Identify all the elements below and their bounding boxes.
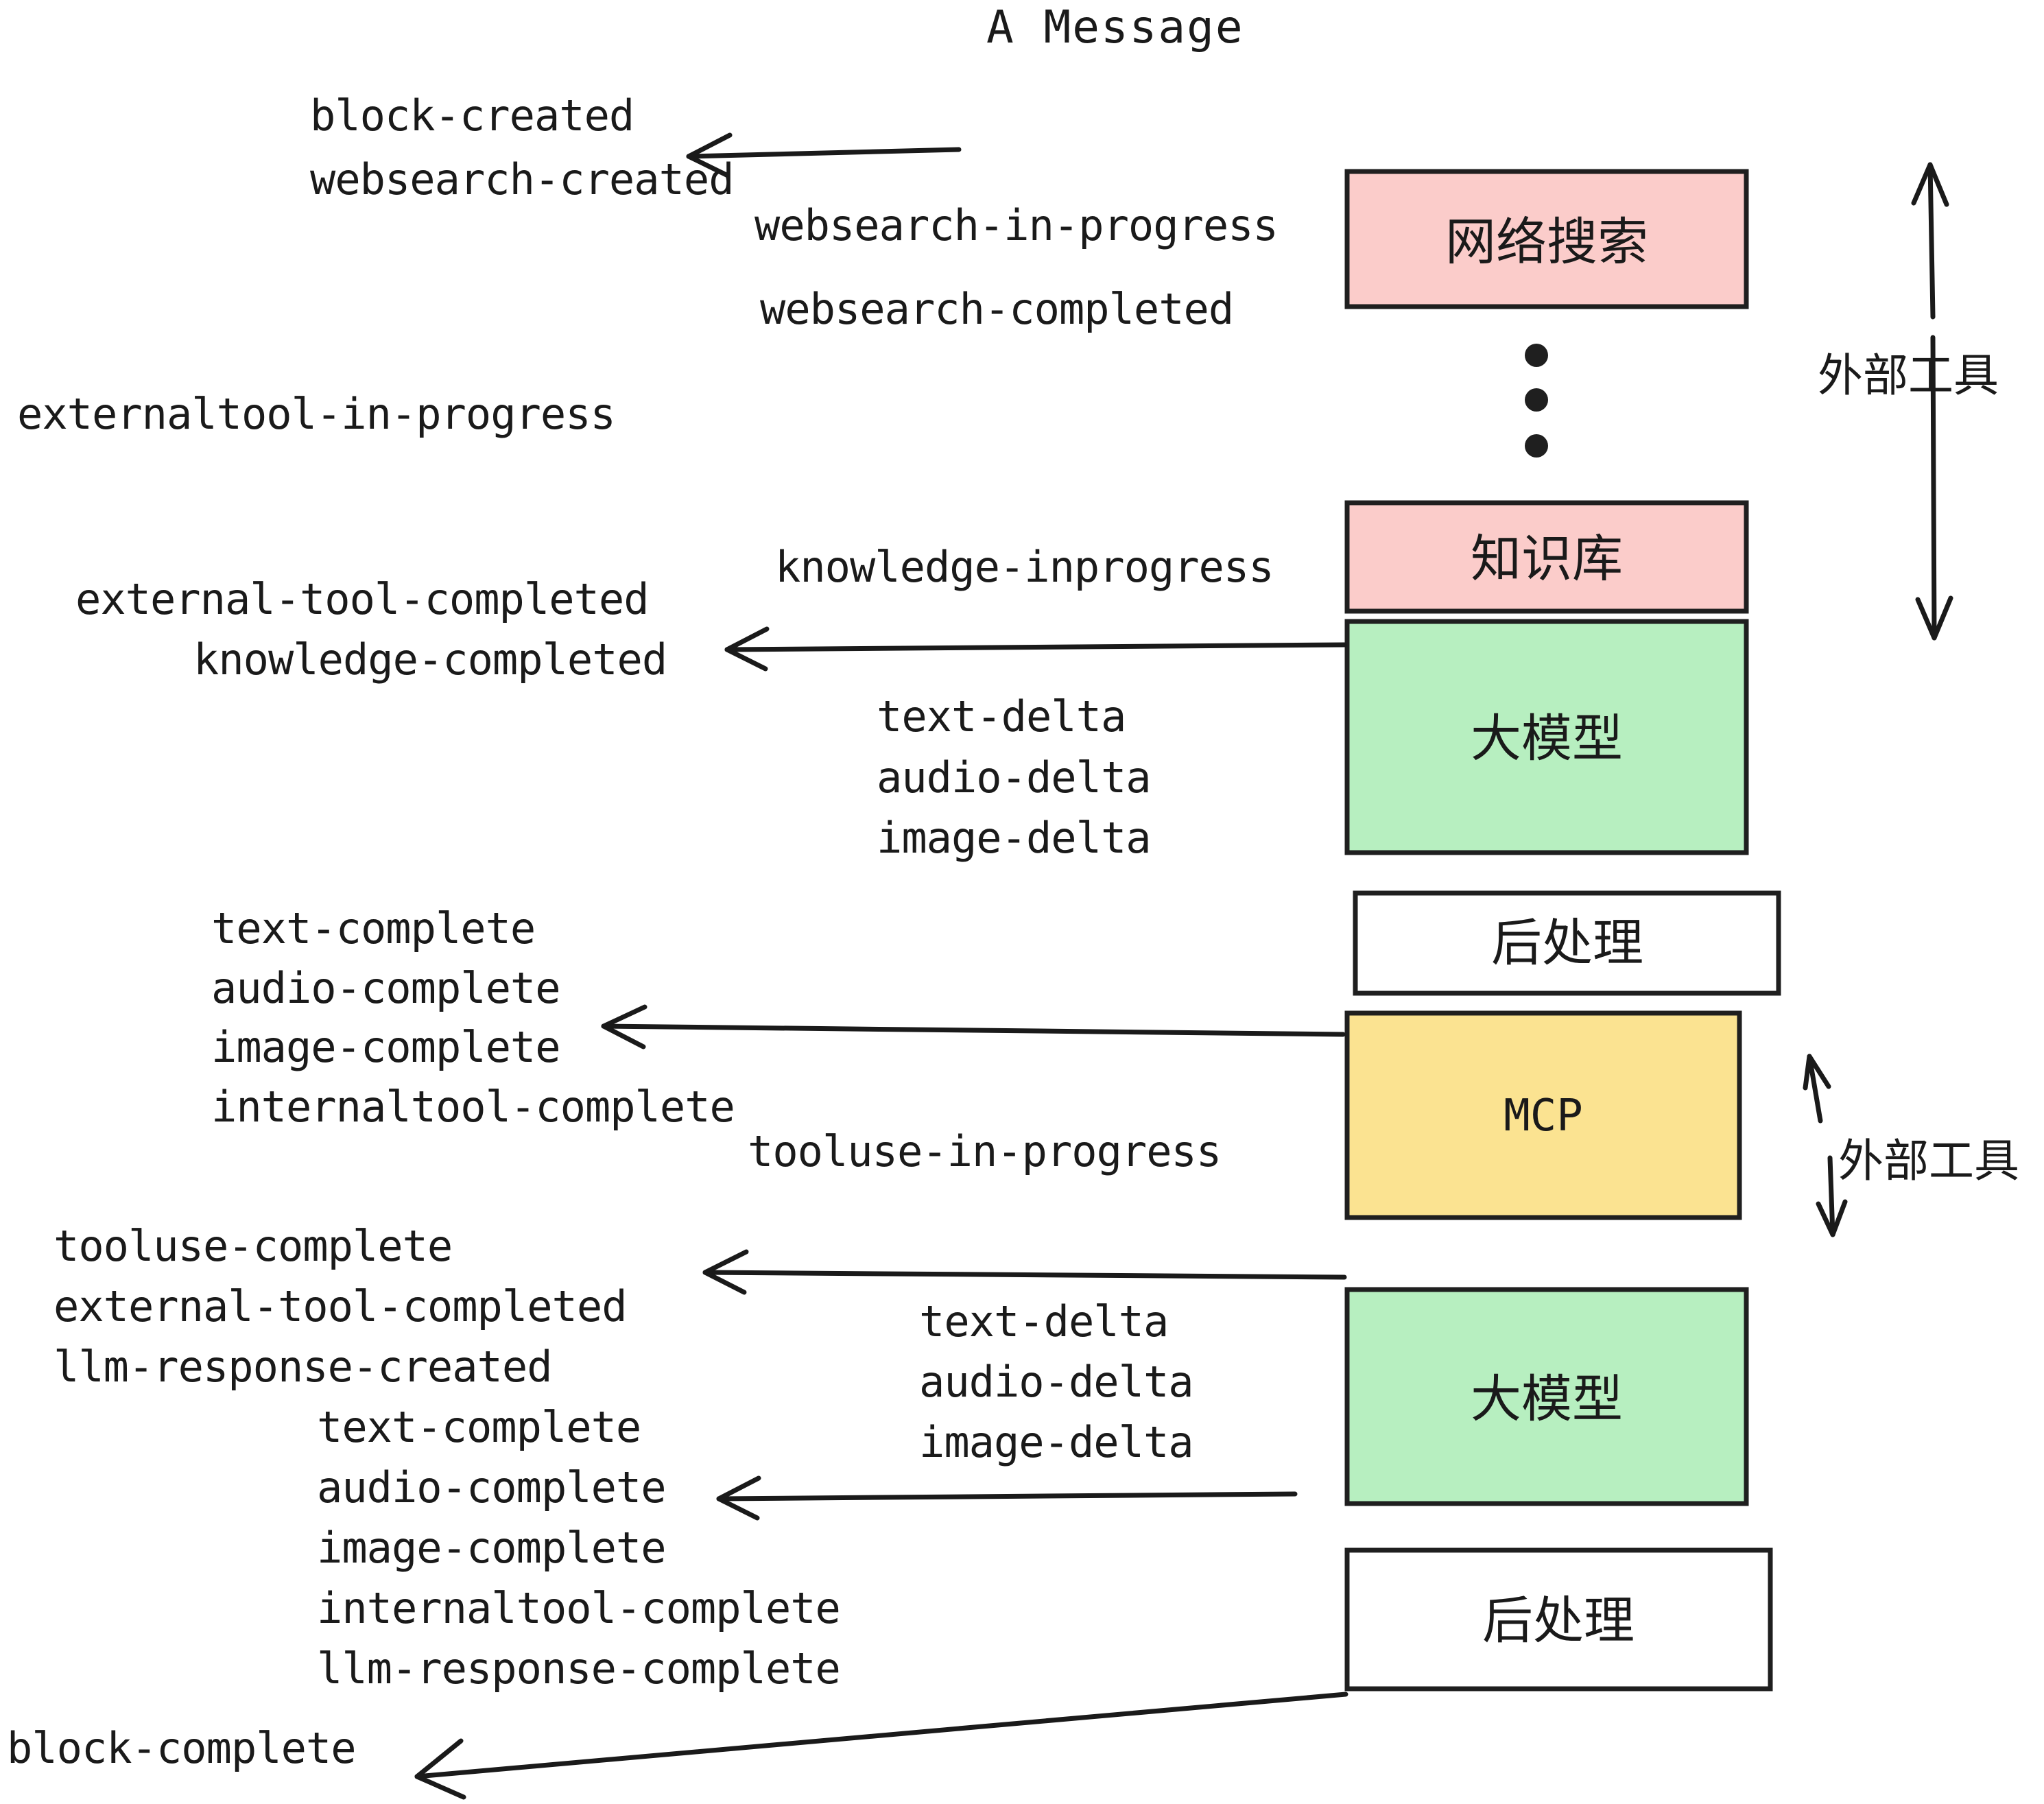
flow-arrow-knowledge-completed (724, 626, 1347, 672)
node-knowledge-label: 知识库 (1471, 530, 1623, 589)
event-label-text-complete-1: text-complete (211, 903, 535, 953)
flow-arrow-block-created (686, 132, 962, 178)
event-label-text-complete-2: text-complete (317, 1402, 641, 1452)
event-label-audio-complete-2: audio-complete (317, 1462, 666, 1512)
event-label-image-complete-2: image-complete (317, 1523, 666, 1573)
event-label-external-tool-completed-1: external-tool-completed (75, 574, 649, 624)
external-tools-label-bottom: 外部工具 (1838, 1135, 2019, 1187)
event-label-externaltool-in-progress: externaltool-in-progress (17, 389, 615, 439)
event-label-image-delta-2: image-delta (919, 1417, 1193, 1467)
event-label-external-tool-completed-2: external-tool-completed (54, 1281, 627, 1331)
node-mcp-rect (1344, 1010, 1742, 1220)
event-label-websearch-in-progress: websearch-in-progress (754, 200, 1278, 250)
event-label-llm-response-created: llm-response-created (54, 1342, 552, 1392)
event-label-tooluse-complete: tooluse-complete (54, 1221, 452, 1271)
event-label-websearch-completed: websearch-completed (760, 284, 1233, 334)
event-label-image-delta-1: image-delta (877, 813, 1151, 863)
flow-arrow-tooluse-complete (702, 1249, 1347, 1295)
event-label-audio-delta-1: audio-delta (877, 752, 1151, 803)
node-postprocess-1[interactable]: 后处理 (1353, 890, 1781, 996)
node-knowledge-rect (1344, 500, 1749, 614)
external-tools-range-arrow-bottom (1803, 1054, 1848, 1237)
vertical-ellipsis-icon (1525, 344, 1548, 458)
node-websearch-rect (1344, 169, 1749, 309)
event-label-text-delta-1: text-delta (877, 691, 1126, 741)
node-llm-1-label: 大模型 (1471, 709, 1623, 768)
event-label-audio-delta-2: audio-delta (919, 1357, 1193, 1407)
node-postprocess-2[interactable]: 后处理 (1344, 1547, 1773, 1692)
node-mcp[interactable]: MCP (1344, 1010, 1742, 1220)
event-label-knowledge-completed: knowledge-completed (193, 634, 667, 685)
flow-arrow-image-complete (601, 1004, 1346, 1049)
event-label-websearch-created: websearch-created (310, 154, 734, 204)
node-llm-1-rect (1344, 619, 1749, 855)
event-label-tooluse-in-progress: tooluse-in-progress (748, 1126, 1221, 1176)
node-llm-2-label: 大模型 (1471, 1370, 1623, 1429)
node-knowledge[interactable]: 知识库 (1344, 500, 1749, 614)
event-label-audio-complete-1: audio-complete (211, 963, 560, 1013)
event-label-knowledge-inprogress: knowledge-inprogress (775, 542, 1274, 592)
event-label-llm-response-complete: llm-response-complete (317, 1643, 840, 1694)
node-postprocess-2-rect (1344, 1547, 1773, 1692)
event-label-image-complete-1: image-complete (211, 1022, 560, 1072)
node-postprocess-2-label: 后处理 (1482, 1591, 1635, 1650)
node-postprocess-1-rect (1353, 890, 1781, 996)
page-title: A Message (986, 1, 1244, 54)
event-label-block-complete: block-complete (7, 1723, 356, 1773)
event-label-text-delta-2: text-delta (919, 1296, 1168, 1346)
node-websearch-label: 网络搜索 (1445, 213, 1648, 272)
event-label-block-created: block-created (310, 91, 634, 141)
node-websearch[interactable]: 网络搜索 (1344, 169, 1749, 309)
node-llm-2[interactable]: 大模型 (1344, 1287, 1749, 1506)
external-tools-range-arrow-top (1911, 162, 1953, 641)
node-llm-2-rect (1344, 1287, 1749, 1506)
node-llm-1[interactable]: 大模型 (1344, 619, 1749, 855)
flow-arrow-audio-complete (716, 1475, 1298, 1521)
node-postprocess-1-label: 后处理 (1491, 914, 1643, 973)
event-label-internaltool-complete-2: internaltool-complete (317, 1583, 840, 1633)
node-mcp-label: MCP (1504, 1091, 1583, 1141)
event-label-internaltool-complete-1: internaltool-complete (211, 1082, 735, 1132)
external-tools-label-top: 外部工具 (1818, 349, 1999, 402)
flow-arrow-block-complete (414, 1692, 1348, 1800)
